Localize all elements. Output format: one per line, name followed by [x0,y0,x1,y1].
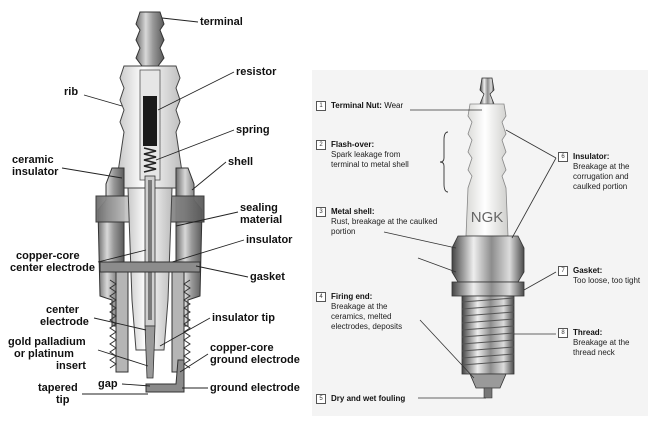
item-8-title: Thread: [573,328,603,337]
item-6-line-2: corrugation and [573,172,629,181]
label-copper-core-center-1: copper-core [16,250,80,262]
label-insulator: insulator [246,234,293,246]
item-8-line-2: thread neck [573,348,615,357]
item-4-line-3: electrodes, deposits [331,322,403,331]
item-6-line-3: caulked portion [573,182,628,191]
item-2-number: 2 [316,140,326,150]
item-5-number: 5 [316,394,326,404]
item-3-line-1: Rust, breakage at the caulked [331,217,438,226]
cutaway-spark-plug [95,11,205,393]
item-6-title: Insulator: [573,152,610,161]
item-4-title: Firing end: [331,292,373,301]
ngk-spark-plug [451,77,525,399]
item-4-number: 4 [316,292,326,302]
label-spring: spring [236,124,270,136]
gasket-shape [99,261,201,273]
item-7-number: 7 [558,266,568,276]
label-gold-palladium-2: or platinum [14,348,74,360]
center-tip-shape [144,325,156,379]
label-gold-palladium-1: gold palladium [8,336,86,348]
item-8-line-1: Breakage at the [573,338,630,347]
ngk-gasket-shape [451,281,525,297]
resistor-shape [143,96,157,146]
label-center-electrode-2: electrode [40,316,89,328]
item-1-number: 1 [316,101,326,111]
label-tapered-tip-2: tip [56,394,70,406]
item-7-line-1: Too loose, too tight [573,276,641,285]
label-gap: gap [98,378,118,390]
label-shell: shell [228,156,254,168]
label-gold-palladium-3: insert [56,360,86,372]
firing-end-shape [469,373,507,389]
left-leader-lines [61,17,249,395]
terminal-nut-shape [479,77,495,105]
ngk-brand-text: NGK [471,209,504,226]
ngk-thread-shape [461,295,515,375]
label-copper-core-ground-1: copper-core [210,342,274,354]
label-sealing-material-1: sealing [240,202,278,214]
item-2-line-1: Spark leakage from [331,150,401,159]
item-5-title: Dry and wet fouling [331,394,406,403]
item-6-line-1: Breakage at the [573,162,630,171]
item-4-line-1: Breakage at the [331,302,388,311]
spring-shape [143,147,157,173]
label-resistor: resistor [236,66,277,78]
item-2-line-2: terminal to metal shell [331,160,409,169]
label-insulator-tip: insulator tip [212,312,275,324]
item-2-title: Flash-over: [331,140,375,149]
label-terminal: terminal [200,16,243,28]
item-3-number: 3 [316,207,326,217]
label-copper-core-center-2: center electrode [10,262,95,274]
label-rib: rib [64,86,79,98]
terminal-shape [135,11,165,67]
item-1-inline: Wear [381,101,404,110]
item-1-title: Terminal Nut: Wear [331,101,404,110]
label-copper-core-ground-2: ground electrode [210,354,300,366]
right-leader-lines [383,109,557,399]
item-3-line-2: portion [331,227,356,236]
label-gasket: gasket [250,271,285,283]
thread-shape [109,271,191,373]
label-ceramic-insulator-1: ceramic [12,154,54,166]
item-3-title: Metal shell: [331,207,375,216]
label-tapered-tip-1: tapered [38,382,78,394]
item-6-number: 6 [558,152,568,162]
metal-shell-shape [451,235,525,283]
flash-over-bracket [439,131,449,193]
item-8-number: 8 [558,328,568,338]
item-4-line-2: ceramics, melted [331,312,392,321]
label-ceramic-insulator-2: insulator [12,166,59,178]
label-center-electrode-1: center [46,304,80,316]
item-7-title: Gasket: [573,266,603,275]
label-ground-electrode: ground electrode [210,382,300,394]
label-sealing-material-2: material [240,214,283,226]
ground-electrode-shape [145,359,185,393]
ngk-thread-lines [461,297,515,366]
